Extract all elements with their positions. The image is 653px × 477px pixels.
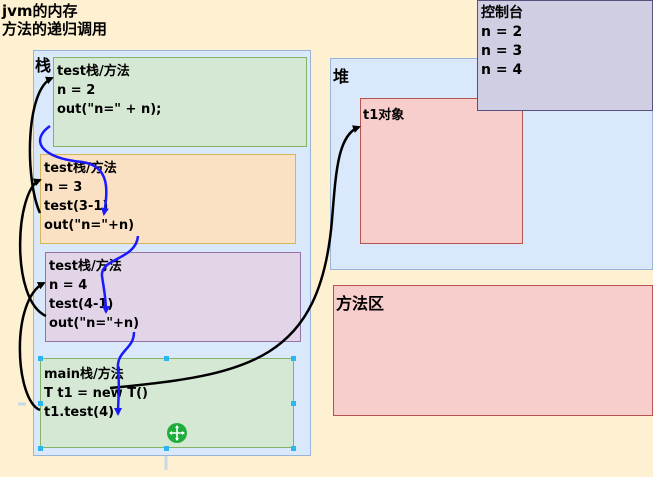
return-arrow-n2-to-n3 bbox=[38, 124, 109, 216]
frame-line: out("n="+n) bbox=[44, 218, 135, 233]
selection-handle[interactable] bbox=[164, 446, 169, 451]
call-arrow-n3-to-n2 bbox=[28, 76, 54, 214]
selection-handle[interactable] bbox=[38, 356, 43, 361]
frame-text: test栈/方法 n = 2 out("n=" + n); bbox=[54, 58, 306, 119]
console-title: 控制台 bbox=[481, 5, 523, 21]
frame-line: t1.test(4) bbox=[44, 405, 115, 420]
selection-handle[interactable] bbox=[291, 356, 296, 361]
frame-text: main栈/方法 T t1 = new T() t1.test(4) bbox=[41, 359, 293, 422]
method-area-label: 方法区 bbox=[336, 294, 385, 313]
console-text: 控制台 n = 2 n = 3 n = 4 bbox=[478, 1, 652, 80]
frame-line: test(3-1) bbox=[44, 199, 109, 214]
stack-frame-test-n4[interactable]: test栈/方法 n = 4 test(4-1) out("n="+n) bbox=[45, 252, 301, 342]
selection-handle[interactable] bbox=[38, 401, 43, 406]
call-arrow-main-to-n4 bbox=[18, 281, 46, 412]
frame-line: out("n="+n) bbox=[49, 316, 140, 331]
frame-line: test(4-1) bbox=[49, 297, 114, 312]
reference-arrow-t1 bbox=[109, 125, 361, 390]
selection-handle[interactable] bbox=[291, 446, 296, 451]
call-arrow-n4-to-n3 bbox=[18, 178, 47, 318]
method-area[interactable]: 方法区 bbox=[333, 285, 653, 416]
console-line: n = 4 bbox=[481, 62, 523, 78]
frame-line: T t1 = new T() bbox=[44, 386, 148, 401]
frame-title: main栈/方法 bbox=[44, 367, 124, 382]
heap-label: 堆 bbox=[333, 67, 350, 86]
stack-frame-test-n2[interactable]: test栈/方法 n = 2 out("n=" + n); bbox=[53, 57, 307, 147]
title-line-2: 方法的递归调用 bbox=[2, 20, 108, 38]
selection-handle[interactable] bbox=[38, 446, 43, 451]
return-arrow-n4-to-main bbox=[114, 331, 136, 416]
selection-handle[interactable] bbox=[164, 356, 169, 361]
selection-handle[interactable] bbox=[291, 401, 296, 406]
move-arrows-icon[interactable] bbox=[167, 423, 187, 443]
return-arrow-n3-to-n4 bbox=[100, 235, 140, 314]
frame-line: n = 2 bbox=[57, 83, 96, 98]
stack-frame-test-n3[interactable]: test栈/方法 n = 3 test(3-1) out("n="+n) bbox=[40, 154, 296, 244]
frame-text: test栈/方法 n = 4 test(4-1) out("n="+n) bbox=[46, 253, 300, 333]
console-line: n = 2 bbox=[481, 24, 523, 40]
t1-object-label: t1对象 bbox=[363, 108, 405, 123]
frame-line: n = 4 bbox=[49, 278, 88, 293]
console-box[interactable]: 控制台 n = 2 n = 3 n = 4 bbox=[477, 0, 653, 111]
title-line-1: jvm的内存 bbox=[2, 2, 78, 20]
frame-title: test栈/方法 bbox=[44, 161, 117, 176]
frame-line: out("n=" + n); bbox=[57, 102, 162, 117]
stack-label: 栈 bbox=[35, 56, 52, 75]
console-line: n = 3 bbox=[481, 43, 523, 59]
frame-title: test栈/方法 bbox=[57, 64, 130, 79]
t1-object[interactable]: t1对象 bbox=[360, 98, 523, 244]
frame-line: n = 3 bbox=[44, 180, 83, 195]
frame-text: test栈/方法 n = 3 test(3-1) out("n="+n) bbox=[41, 155, 295, 235]
